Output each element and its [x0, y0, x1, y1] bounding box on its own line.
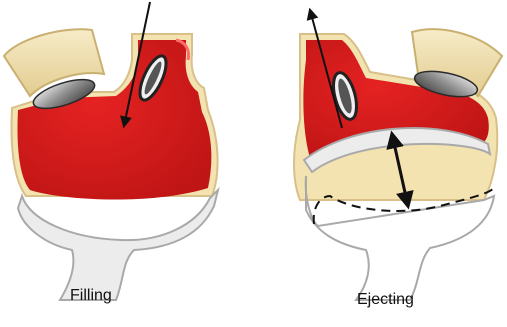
caption-ejecting: Ejecting: [357, 291, 414, 309]
caption-filling: Filling: [70, 287, 112, 305]
ejecting-panel: [294, 10, 502, 300]
filling-panel: [4, 2, 218, 300]
filling-membrane: [18, 190, 218, 300]
